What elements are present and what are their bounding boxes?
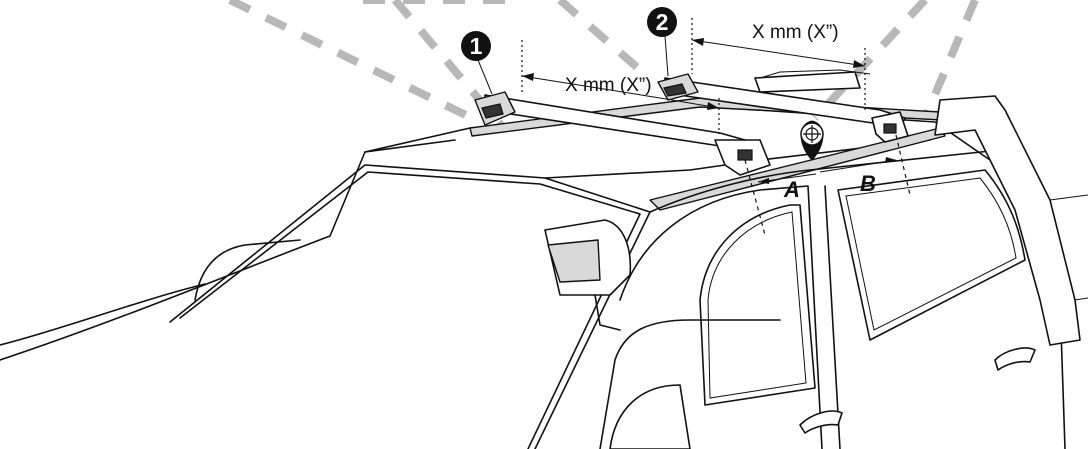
rear-arrow-right	[853, 60, 865, 68]
measurement-lines	[477, 18, 911, 236]
front-foot-left-clamp	[481, 103, 504, 119]
bed-edge	[1049, 194, 1088, 201]
bed-edge-lower	[1074, 297, 1088, 301]
point-a-arrow	[758, 178, 769, 184]
point-b-arrow	[885, 157, 896, 163]
point-a-ref-line	[744, 159, 766, 236]
front-window-inner	[707, 211, 807, 399]
rear-foot-right-lock	[883, 123, 897, 134]
hood-crease	[0, 283, 206, 346]
sports-bar	[934, 95, 1081, 346]
guide-line-right	[812, 0, 928, 121]
callout-2-leader	[664, 35, 669, 77]
roof-rail-right	[649, 127, 946, 211]
callout-1-leader	[477, 59, 493, 95]
mirror-housing	[609, 384, 691, 449]
guide-line-center	[557, 0, 643, 74]
hood-bulge	[194, 239, 301, 301]
rear-arrow-left	[692, 38, 704, 46]
point-b-ref-line	[895, 134, 911, 196]
callout-2-number: 2	[656, 9, 669, 35]
b-pillar	[824, 185, 841, 449]
mirror-glass	[547, 239, 601, 283]
callout-1: 1	[461, 31, 491, 61]
mirror-base	[599, 319, 781, 449]
callout-1-number: 1	[470, 33, 483, 59]
rear-door-window	[837, 169, 1026, 341]
callout-2: 2	[647, 7, 677, 37]
hood-outline	[0, 139, 456, 361]
front-arrow-left	[522, 73, 534, 81]
callout-2-circle	[647, 7, 677, 37]
rear-door-handle	[994, 347, 1036, 371]
front-door-handle	[799, 410, 843, 434]
front-measurement-label: X mm (X”)	[565, 75, 652, 96]
front-door-window	[699, 204, 816, 406]
roof-bars	[474, 73, 909, 176]
front-dimension-line	[521, 75, 661, 99]
rear-roof-block	[754, 71, 861, 93]
windshield-frame	[169, 164, 651, 449]
rear-dimension-line	[691, 39, 866, 67]
rear-foot-left-clamp	[663, 83, 687, 97]
callout-1-circle	[461, 31, 491, 61]
rear-window-inner	[845, 177, 1017, 331]
windshield-inner	[179, 171, 641, 449]
guide-line-left-outer	[228, 0, 482, 126]
vehicle-body	[0, 69, 1088, 449]
point-b-label: B	[860, 171, 876, 196]
front-arrow-right	[707, 102, 719, 110]
point-a-label: A	[783, 177, 800, 202]
guide-line-right-outer	[921, 0, 979, 120]
rear-measurement-label: X mm (X”)	[752, 22, 839, 43]
point-b-dimension	[819, 159, 897, 173]
mirror-arm	[594, 294, 621, 331]
crosshair-location-pin-icon	[800, 120, 824, 161]
front-foot-right-lock	[737, 149, 753, 161]
